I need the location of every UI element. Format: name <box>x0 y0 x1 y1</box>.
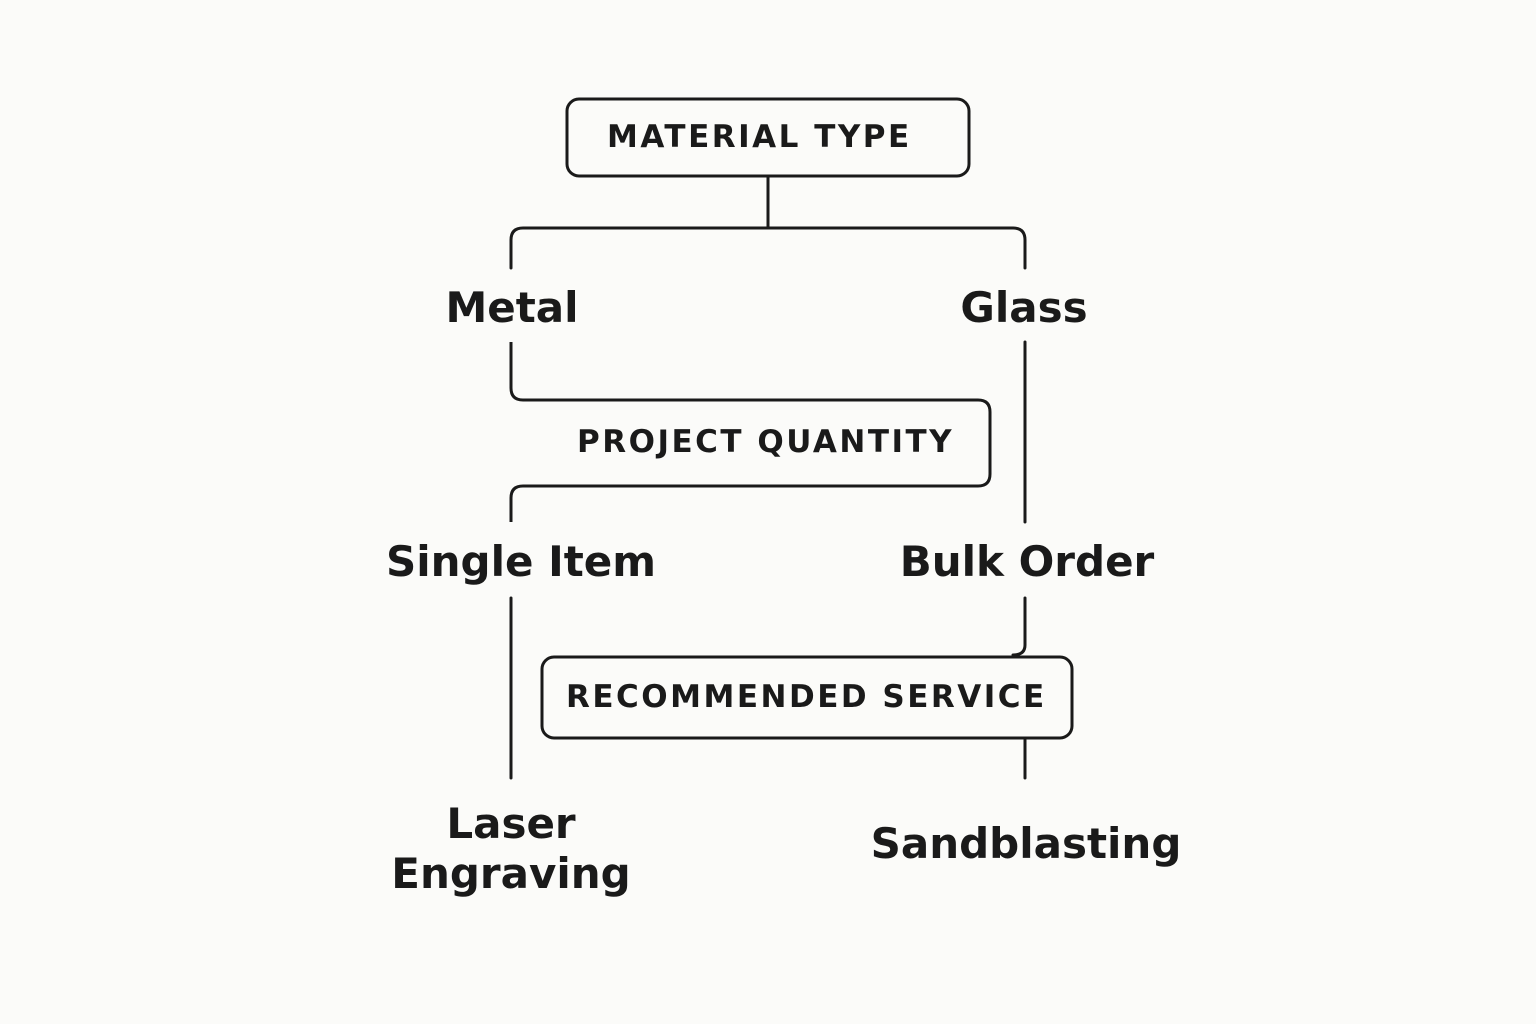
project-quantity-label: PROJECT QUANTITY <box>577 424 955 460</box>
option-metal: Metal <box>445 283 579 332</box>
connector-split-to-glass <box>766 226 1027 270</box>
recommended-service-label: RECOMMENDED SERVICE <box>566 679 1047 715</box>
service-laser-engraving-line1: Laser <box>446 799 576 848</box>
option-bulk-order: Bulk Order <box>899 537 1155 586</box>
service-laser-engraving: Laser Engraving <box>391 799 630 900</box>
option-single-item: Single Item <box>385 537 657 586</box>
material-type-label: MATERIAL TYPE <box>607 119 912 155</box>
connector-bulk-order-to-service <box>1011 596 1027 657</box>
service-sandblasting: Sandblasting <box>870 819 1182 868</box>
service-laser-engraving-line2: Engraving <box>391 849 631 899</box>
option-glass: Glass <box>960 283 1088 332</box>
connector-split-to-metal <box>509 226 770 270</box>
recommended-service-box <box>540 655 1074 740</box>
project-quantity-box <box>509 342 992 522</box>
